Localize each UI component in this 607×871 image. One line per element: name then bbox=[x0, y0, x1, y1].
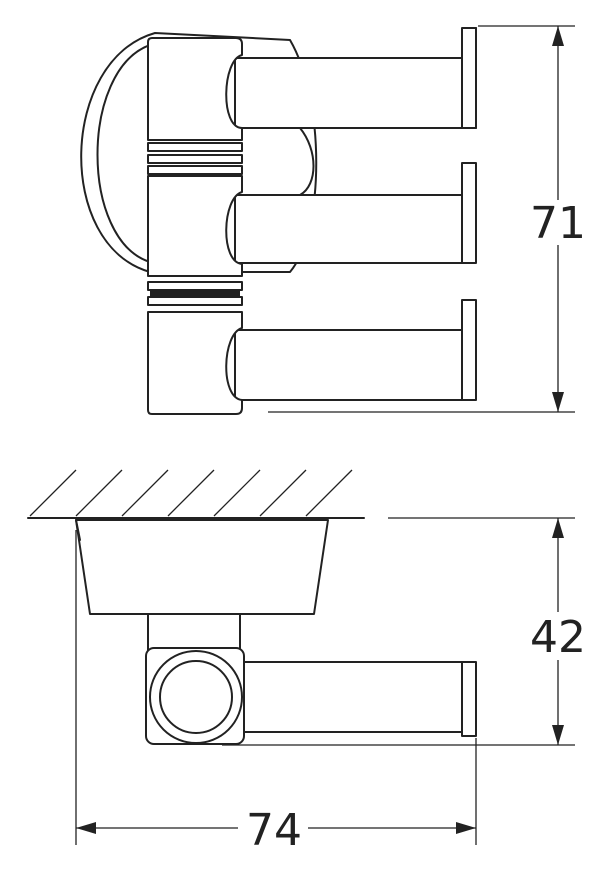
wall-flange bbox=[75, 519, 329, 615]
arm-1 bbox=[234, 27, 477, 129]
arm-2 bbox=[234, 162, 477, 264]
side-arm bbox=[221, 661, 471, 733]
front-view bbox=[80, 27, 477, 415]
wall-disc-inner-ring bbox=[96, 44, 151, 263]
hinge-block-2 bbox=[147, 175, 243, 277]
side-view bbox=[27, 469, 477, 745]
dimension-71-label: 71 bbox=[530, 198, 586, 249]
separator-rings-2 bbox=[147, 281, 243, 306]
dimension-71: 71 bbox=[268, 25, 586, 413]
hinge-inner-circle bbox=[159, 660, 233, 734]
arm-3 bbox=[234, 299, 477, 401]
side-arm-cap bbox=[461, 661, 477, 737]
dimension-42: 42 bbox=[222, 517, 586, 746]
wall-hatch bbox=[27, 469, 365, 519]
disc-right-edge bbox=[299, 127, 315, 196]
dimension-74-label: 74 bbox=[246, 805, 302, 856]
dimension-74: 74 bbox=[75, 530, 477, 856]
dimension-42-label: 42 bbox=[530, 612, 586, 663]
hinge-block-1 bbox=[147, 37, 243, 141]
separator-rings-1 bbox=[147, 142, 243, 175]
hinge-block-3 bbox=[147, 311, 243, 415]
